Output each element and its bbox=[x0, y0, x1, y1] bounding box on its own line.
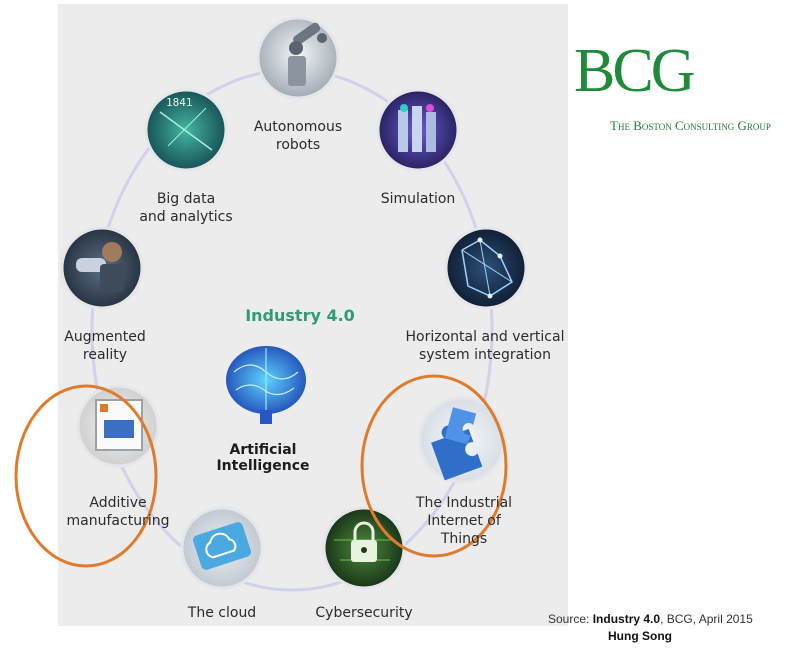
node-label-simulation: Simulation bbox=[380, 191, 456, 207]
node-label-augmented-reality: Augmented reality bbox=[64, 329, 146, 363]
diagram-background bbox=[58, 4, 568, 626]
puzzle-icon bbox=[418, 396, 506, 484]
cloud-icon bbox=[180, 506, 264, 590]
node-label-cybersecurity: Cybersecurity bbox=[315, 605, 413, 621]
node-label-big-data: Big data and analytics bbox=[139, 191, 233, 225]
node-label-system-integration: Horizontal and vertical system integrati… bbox=[405, 329, 565, 363]
server-racks-icon bbox=[376, 88, 460, 172]
source-prefix: Source: bbox=[548, 612, 593, 626]
node-label-additive: Additive manufacturing bbox=[66, 495, 170, 529]
diagram-title: Industry 4.0 bbox=[245, 306, 355, 325]
3d-printer-icon bbox=[76, 384, 160, 468]
robot-arm-icon bbox=[256, 16, 340, 100]
network-icon bbox=[444, 226, 528, 310]
node-label-autonomous-robots: Autonomous robots bbox=[253, 119, 343, 153]
lock-icon bbox=[322, 506, 406, 590]
bcg-tagline: The Boston Consulting Group bbox=[610, 118, 771, 133]
svg-text:1841: 1841 bbox=[166, 96, 193, 109]
data-icon: 1841 bbox=[144, 88, 228, 172]
ai-label: Artificial Intelligence bbox=[216, 442, 310, 474]
node-label-iiot: The Industrial Internet of Things bbox=[415, 495, 513, 547]
node-label-cloud: The cloud bbox=[187, 605, 257, 621]
bcg-logo: BCG bbox=[574, 37, 695, 105]
highlight-circle-additive bbox=[14, 384, 158, 568]
brain-icon bbox=[226, 346, 306, 424]
author-name: Hung Song bbox=[608, 629, 672, 643]
highlight-circle-iot bbox=[360, 374, 508, 558]
source-title: Industry 4.0 bbox=[592, 612, 661, 626]
headset-icon bbox=[60, 226, 144, 310]
source-suffix: , BCG, April 2015 bbox=[660, 612, 753, 626]
source-citation: Source: Industry 4.0, BCG, April 2015 bbox=[548, 612, 753, 626]
